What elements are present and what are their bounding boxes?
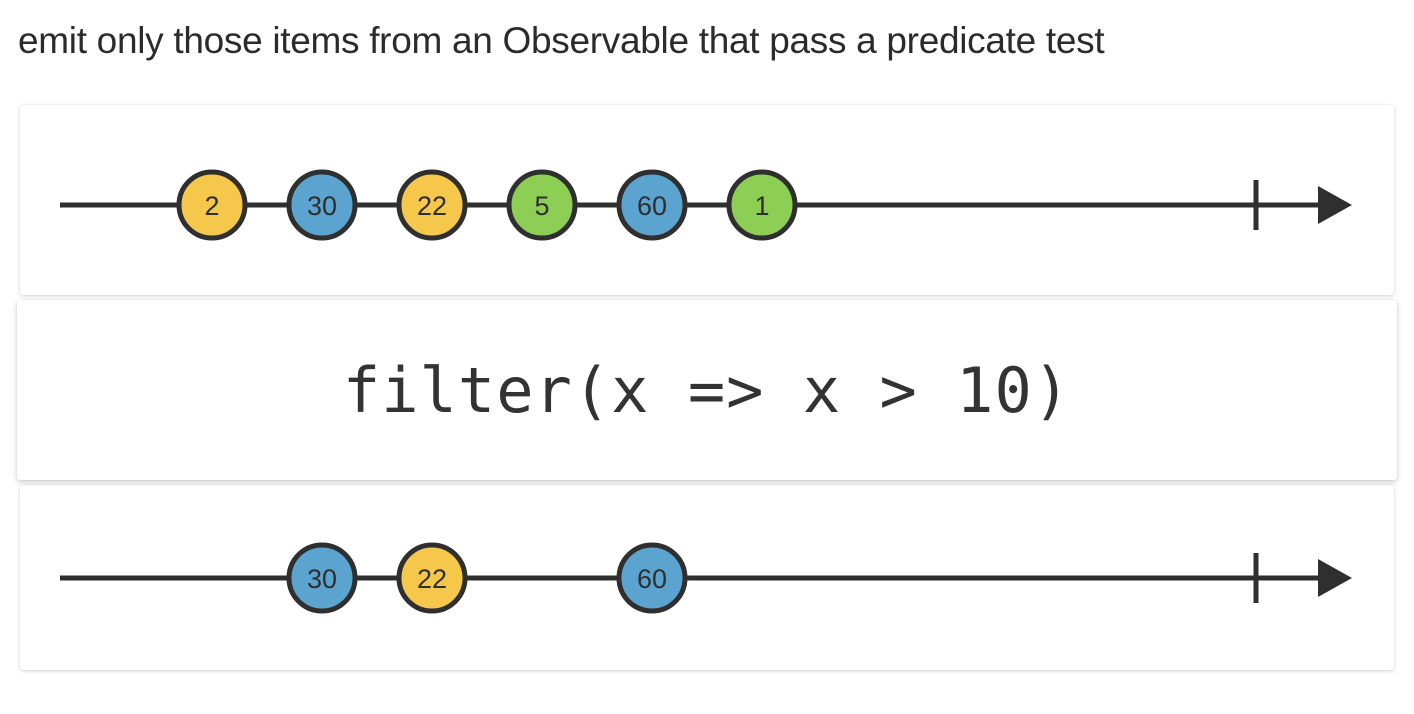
- marble[interactable]: 5: [506, 169, 578, 241]
- marble-value: 60: [637, 191, 667, 221]
- marble-circle: [726, 169, 798, 241]
- marble[interactable]: 30: [286, 169, 358, 241]
- marble-circle: [616, 169, 688, 241]
- marble-value: 5: [534, 191, 549, 221]
- operator-expression: filter(x => x > 10): [342, 353, 1072, 427]
- marble-circle: [286, 542, 358, 614]
- marble-circle: [176, 169, 248, 241]
- marble[interactable]: 22: [396, 542, 468, 614]
- marble-value: 1: [754, 191, 769, 221]
- marble[interactable]: 60: [616, 169, 688, 241]
- page-title: emit only those items from an Observable…: [18, 20, 1105, 61]
- marble-circle: [396, 169, 468, 241]
- marble[interactable]: 60: [616, 542, 688, 614]
- result-observable-panel: 30 22 60: [20, 485, 1394, 670]
- result-timeline: 30 22 60: [60, 542, 1352, 614]
- marble-value: 60: [637, 564, 667, 594]
- marble-circle: [396, 542, 468, 614]
- marble-value: 22: [417, 564, 447, 594]
- marble[interactable]: 1: [726, 169, 798, 241]
- marble-circle: [616, 542, 688, 614]
- marble-circle: [506, 169, 578, 241]
- marble[interactable]: 30: [286, 542, 358, 614]
- timeline-arrowhead: [1318, 186, 1352, 224]
- marble[interactable]: 22: [396, 169, 468, 241]
- source-timeline: 2 30 22 5 60 1: [60, 169, 1352, 241]
- marble-value: 2: [204, 191, 219, 221]
- marble-value: 30: [307, 191, 337, 221]
- operator-panel: filter(x => x > 10): [17, 300, 1397, 480]
- source-observable-panel: 2 30 22 5 60 1: [20, 105, 1394, 295]
- marble-value: 30: [307, 564, 337, 594]
- timeline-arrowhead: [1318, 559, 1352, 597]
- marble-circle: [286, 169, 358, 241]
- marble-value: 22: [417, 191, 447, 221]
- marble[interactable]: 2: [176, 169, 248, 241]
